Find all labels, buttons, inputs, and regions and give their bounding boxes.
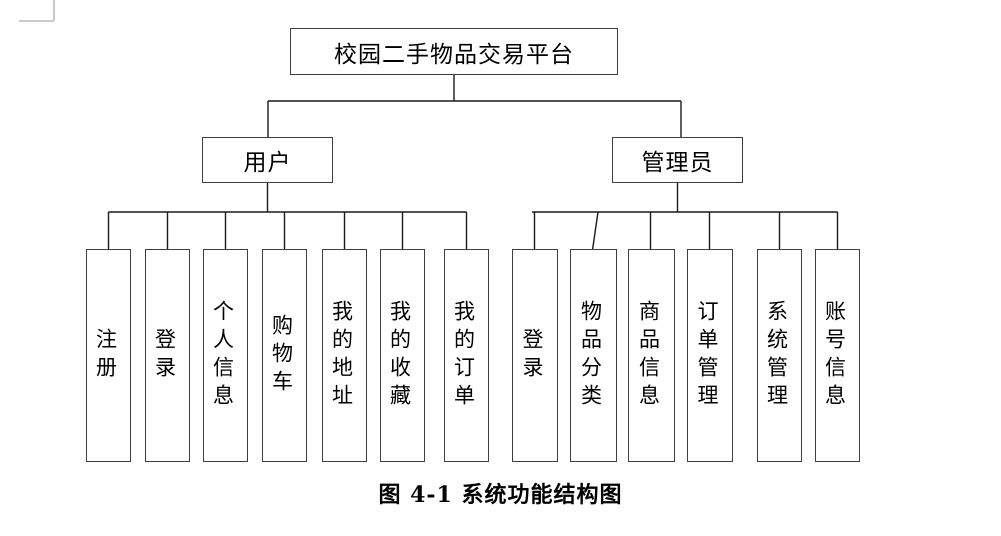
node-admin-login: 登录	[512, 249, 558, 462]
leaf-label: 购物车	[269, 313, 294, 398]
leaf-label: 我的订单	[451, 299, 476, 412]
leaf-label: 注册	[93, 327, 118, 384]
leaf-label: 商品信息	[636, 299, 661, 412]
node-order-mgmt: 订单管理	[687, 249, 733, 462]
figure-caption: 图 4-1 系统功能结构图	[378, 482, 623, 508]
node-product-info: 商品信息	[628, 249, 675, 462]
node-my-favorites: 我的收藏	[380, 249, 425, 462]
leaf-label: 物品分类	[578, 299, 603, 412]
node-root: 校园二手物品交易平台	[290, 28, 618, 75]
node-personal-info: 个人信息	[203, 249, 248, 462]
leaf-label: 个人信息	[210, 299, 235, 412]
node-my-orders: 我的订单	[444, 249, 489, 462]
node-item-category: 物品分类	[570, 249, 617, 462]
node-account-info: 账号信息	[815, 249, 860, 462]
node-register: 注册	[86, 249, 131, 462]
page-corner-mark	[19, 0, 55, 22]
leaf-label: 我的地址	[329, 299, 354, 412]
node-admin: 管理员	[612, 137, 743, 183]
node-system-mgmt: 系统管理	[757, 249, 802, 462]
node-user-login: 登录	[145, 249, 190, 462]
leaf-label: 登录	[520, 327, 544, 384]
leaf-label: 系统管理	[764, 299, 789, 412]
leaf-label: 账号信息	[822, 299, 847, 412]
node-user: 用户	[202, 137, 333, 183]
leaf-label: 登录	[152, 327, 177, 384]
node-shopping-cart: 购物车	[262, 249, 307, 462]
node-my-address: 我的地址	[322, 249, 367, 462]
leaf-label: 我的收藏	[387, 299, 412, 412]
leaf-label: 订单管理	[695, 299, 719, 412]
